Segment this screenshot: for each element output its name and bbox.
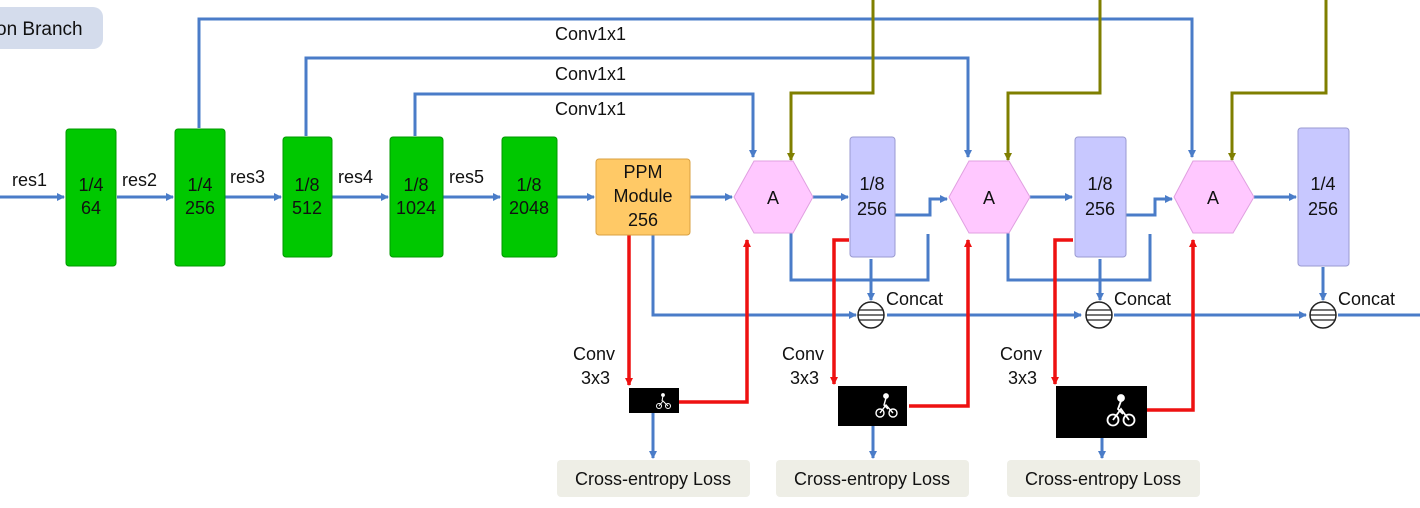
prediction-map-2 bbox=[838, 386, 907, 426]
backbone-block-5: 1/8 2048 bbox=[501, 136, 558, 258]
backbone-block-4: 1/8 1024 bbox=[389, 136, 444, 258]
conv-label-line1: Conv bbox=[782, 344, 824, 364]
res1-label: res1 bbox=[12, 170, 47, 190]
loss-label: Cross-entropy Loss bbox=[794, 469, 950, 489]
pred3-feedback-arrow bbox=[1147, 239, 1197, 412]
dec1-to-attn2-arrow bbox=[895, 195, 948, 217]
branch-tag-label: on Branch bbox=[0, 19, 83, 40]
conv3x3-label-2: Conv 3x3 bbox=[782, 344, 824, 388]
conv-label-line1: Conv bbox=[1000, 344, 1042, 364]
block-channels: 512 bbox=[292, 198, 322, 218]
ppm-line1: PPM bbox=[623, 162, 662, 182]
attention-module-3: A bbox=[1173, 160, 1255, 234]
cyclist-icon bbox=[875, 393, 898, 418]
conv3x3-label-3: Conv 3x3 bbox=[1000, 344, 1042, 388]
concat-paths bbox=[649, 232, 1420, 459]
block-channels: 1024 bbox=[396, 198, 436, 218]
ppm-module: PPM Module 256 bbox=[595, 158, 691, 236]
res2-label: res2 bbox=[122, 170, 157, 190]
ppm-to-concat-arrow bbox=[651, 235, 857, 319]
concat-label: Concat bbox=[1338, 289, 1395, 309]
concat-node-2: Concat bbox=[1085, 289, 1171, 329]
cyclist-icon bbox=[1106, 394, 1136, 427]
attn1-bypass-line bbox=[789, 232, 930, 282]
conv-label-line1: Conv bbox=[573, 344, 615, 364]
branch-input-arrow-3 bbox=[1228, 0, 1328, 161]
pred2-feedback-arrow bbox=[909, 239, 972, 408]
block-scale: 1/8 bbox=[294, 175, 319, 195]
res5-label: res5 bbox=[449, 167, 484, 187]
decoder-block-2: 1/8 256 bbox=[1074, 136, 1127, 258]
conv3x3-label-1: Conv 3x3 bbox=[573, 344, 615, 388]
dec1-conv3x3-arrow bbox=[830, 238, 849, 385]
attention-label: A bbox=[983, 188, 995, 208]
block-channels: 64 bbox=[81, 198, 101, 218]
block-scale: 1/4 bbox=[187, 175, 212, 195]
skip-connections bbox=[197, 17, 1196, 158]
block-scale: 1/8 bbox=[516, 175, 541, 195]
loss-box-1: Cross-entropy Loss bbox=[557, 460, 750, 497]
block-scale: 1/4 bbox=[1310, 174, 1335, 194]
concat-node-1: Concat bbox=[857, 289, 943, 329]
attention-module-1: A bbox=[733, 160, 814, 234]
block-channels: 256 bbox=[1308, 199, 1338, 219]
branch-input-arrow-2 bbox=[1004, 0, 1102, 161]
loss-label: Cross-entropy Loss bbox=[575, 469, 731, 489]
res4-label: res4 bbox=[338, 167, 373, 187]
conv-label-line2: 3x3 bbox=[790, 368, 819, 388]
loss-box-2: Cross-entropy Loss bbox=[776, 460, 969, 497]
block-channels: 256 bbox=[1085, 199, 1115, 219]
branch-inputs bbox=[787, 0, 1328, 161]
main-flow bbox=[0, 193, 1297, 217]
skip-res2-arrow bbox=[197, 17, 1196, 158]
skip-res4-arrow bbox=[413, 92, 757, 158]
block-channels: 2048 bbox=[509, 198, 549, 218]
branch-tag: on Branch bbox=[0, 7, 103, 49]
conv-label-line2: 3x3 bbox=[581, 368, 610, 388]
block-channels: 256 bbox=[857, 199, 887, 219]
block-scale: 1/8 bbox=[859, 174, 884, 194]
block-scale: 1/8 bbox=[1087, 174, 1112, 194]
conv1x1-label-1: Conv1x1 bbox=[555, 24, 626, 44]
attention-module-2: A bbox=[948, 160, 1031, 234]
attention-label: A bbox=[767, 188, 779, 208]
block-scale: 1/8 bbox=[403, 175, 428, 195]
concat-label: Concat bbox=[1114, 289, 1171, 309]
block-channels: 256 bbox=[185, 198, 215, 218]
concat-node-3: Concat bbox=[1309, 289, 1395, 329]
attention-label: A bbox=[1207, 188, 1219, 208]
pred1-feedback-arrow bbox=[679, 239, 751, 404]
loss-box-3: Cross-entropy Loss bbox=[1007, 460, 1200, 497]
attn2-bypass-line bbox=[1006, 232, 1152, 282]
skip-res3-arrow bbox=[304, 56, 972, 158]
block-scale: 1/4 bbox=[78, 175, 103, 195]
backbone-block-2: 1/4 256 bbox=[174, 128, 226, 267]
branch-input-arrow-1 bbox=[787, 0, 875, 161]
conv1x1-label-2: Conv1x1 bbox=[555, 64, 626, 84]
prediction-map-1 bbox=[629, 388, 679, 413]
supervision-paths bbox=[625, 235, 1197, 412]
ppm-line3: 256 bbox=[628, 210, 658, 230]
loss-label: Cross-entropy Loss bbox=[1025, 469, 1181, 489]
backbone-block-3: 1/8 512 bbox=[282, 136, 333, 258]
conv1x1-label-3: Conv1x1 bbox=[555, 99, 626, 119]
concat-label: Concat bbox=[886, 289, 943, 309]
backbone-block-1: 1/4 64 bbox=[65, 128, 117, 267]
ppm-line2: Module bbox=[613, 186, 672, 206]
dec2-to-attn3-arrow bbox=[1126, 195, 1173, 217]
res3-label: res3 bbox=[230, 167, 265, 187]
cyclist-icon bbox=[656, 393, 671, 409]
decoder-block-3: 1/4 256 bbox=[1297, 127, 1350, 267]
dec2-conv3x3-arrow bbox=[1051, 238, 1073, 385]
decoder-block-1: 1/8 256 bbox=[849, 136, 896, 258]
conv-label-line2: 3x3 bbox=[1008, 368, 1037, 388]
prediction-map-3 bbox=[1056, 386, 1147, 438]
